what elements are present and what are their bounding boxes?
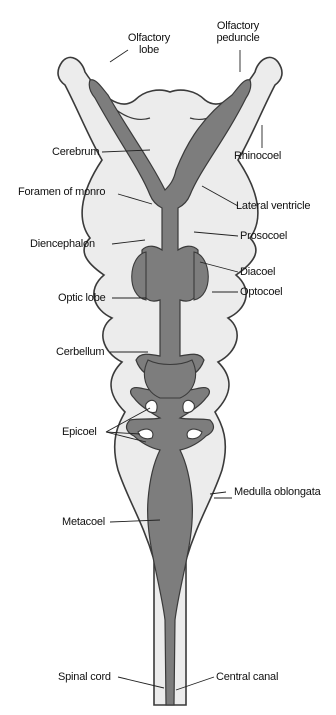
epicoel-left-1 [146, 400, 157, 412]
label-optic-lobe: Optic lobe [58, 292, 106, 304]
label-lateral-ventricle: Lateral ventricle [236, 200, 310, 212]
label-central-canal: Central canal [216, 671, 278, 683]
label-rhinocoel: Rhinocoel [234, 150, 281, 162]
cerebellum-cavity [144, 360, 195, 398]
label-cerebrum: Cerebrum [52, 146, 99, 158]
label-spinal-cord: Spinal cord [58, 671, 111, 683]
label-medulla-oblongata: Medulla oblongata [234, 486, 321, 498]
label-metacoel: Metacoel [62, 516, 105, 528]
epicoel-right-1 [183, 400, 194, 412]
label-epicoel: Epicoel [62, 426, 97, 438]
label-foramen-of-monro: Foramen of monro [18, 186, 105, 198]
label-optocoel: Optocoel [240, 286, 282, 298]
label-diencephalon: Diencephalon [30, 238, 95, 250]
label-cerbellum: Cerbellum [56, 346, 104, 358]
label-diacoel: Diacoel [240, 266, 275, 278]
label-olfactory-peduncle: Olfactory peduncle [208, 20, 268, 44]
label-olfactory-lobe: Olfactory lobe [120, 32, 178, 56]
label-prosocoel: Prosocoel [240, 230, 287, 242]
